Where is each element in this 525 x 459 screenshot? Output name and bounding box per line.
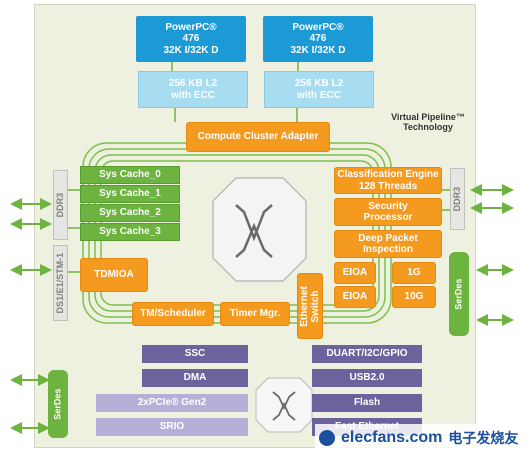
- pcie-block: 2xPCIe® Gen2: [96, 394, 248, 412]
- deep-packet-inspection: Deep Packet Inspection: [334, 230, 442, 258]
- tm-scheduler-label: TM/Scheduler: [140, 308, 206, 320]
- speed-10g: 10G: [392, 286, 436, 308]
- cpu-0: PowerPC® 476 32K I/32K D: [136, 16, 246, 62]
- speed-10g-label: 10G: [404, 291, 424, 303]
- ds1-e1-stm1: DS1/E1/STM-1: [53, 245, 68, 321]
- ddr3-right-label: DDR3: [452, 186, 463, 212]
- usb-block: USB2.0: [312, 369, 422, 387]
- eioa-0-label: EIOA: [342, 267, 368, 279]
- watermark-site: elecfans.com: [341, 429, 443, 446]
- sys-cache-1-label: Sys Cache_1: [99, 188, 161, 200]
- sys-cache-1: Sys Cache_1: [80, 185, 180, 203]
- cpu-1-cache: 32K I/32K D: [290, 44, 346, 56]
- flash-block: Flash: [312, 394, 422, 412]
- usb-label: USB2.0: [349, 372, 385, 384]
- cpu-0-model: 476: [182, 33, 200, 45]
- duart-block: DUART/I2C/GPIO: [312, 345, 422, 363]
- ddr3-left: DDR3: [53, 170, 68, 240]
- security-line1: Security: [368, 200, 408, 212]
- external-io-arrows: [10, 184, 514, 434]
- virtual-pipeline-line1: Virtual Pipeline™: [391, 112, 465, 122]
- l2-0-ecc: with ECC: [171, 89, 215, 101]
- central-switch-fabric: [212, 177, 307, 282]
- pcie-label: 2xPCIe® Gen2: [137, 397, 207, 409]
- duart-label: DUART/I2C/GPIO: [326, 348, 408, 360]
- sys-cache-3: Sys Cache_3: [80, 223, 180, 241]
- sys-cache-3-label: Sys Cache_3: [99, 226, 161, 238]
- timer-mgr: Timer Mgr.: [220, 302, 290, 326]
- ethernet-switch-line1: Ethernet: [298, 285, 310, 327]
- ethernet-switch-line2: Switch: [309, 289, 320, 323]
- dpi-line1: Deep Packet: [358, 232, 418, 244]
- compute-cluster-adapter: Compute Cluster Adapter: [186, 122, 330, 152]
- l2-1-size: 256 KB L2: [294, 78, 344, 89]
- sys-cache-0: Sys Cache_0: [80, 166, 180, 184]
- ddr3-left-label: DDR3: [55, 192, 66, 218]
- eioa-1-label: EIOA: [342, 291, 368, 303]
- watermark-cn: 电子发烧友: [448, 431, 519, 447]
- speed-1g: 1G: [392, 262, 436, 284]
- watermark-logo-icon: [319, 430, 335, 446]
- tm-scheduler: TM/Scheduler: [132, 302, 214, 326]
- dma-block: DMA: [142, 369, 248, 387]
- cpu-0-name: PowerPC®: [165, 21, 217, 33]
- l2-0-size: 256 KB L2: [168, 78, 218, 89]
- classification-line2: 128 Threads: [358, 180, 418, 192]
- ethernet-switch-text: Ethernet Switch: [298, 285, 321, 327]
- security-line2: Processor: [363, 212, 413, 223]
- serdes-right: SerDes: [449, 252, 469, 336]
- classification-engine: Classification Engine 128 Threads: [334, 167, 442, 194]
- ssc-label: SSC: [184, 348, 206, 360]
- cpu-1-model: 476: [309, 33, 327, 45]
- dpi-line2: Inspection: [362, 244, 413, 255]
- sys-cache-2: Sys Cache_2: [80, 204, 180, 222]
- ethernet-switch: Ethernet Switch: [297, 273, 323, 339]
- srio-block: SRIO: [96, 418, 248, 436]
- l2-cache-0: 256 KB L2 with ECC: [138, 71, 248, 108]
- sys-cache-2-label: Sys Cache_2: [99, 207, 161, 219]
- security-processor: Security Processor: [334, 198, 442, 226]
- peripheral-switch-fabric: [255, 377, 313, 433]
- virtual-pipeline-label: Virtual Pipeline™ Technology: [380, 112, 476, 133]
- eioa-1: EIOA: [334, 286, 376, 308]
- srio-label: SRIO: [159, 421, 185, 433]
- l2-1-ecc: with ECC: [297, 89, 341, 101]
- tdmioa-label: TDMIOA: [94, 269, 134, 281]
- serdes-left: SerDes: [48, 370, 68, 438]
- cpu-0-cache: 32K I/32K D: [163, 44, 219, 56]
- classification-line1: Classification Engine: [337, 169, 439, 180]
- virtual-pipeline-line2: Technology: [403, 122, 453, 133]
- compute-cluster-adapter-label: Compute Cluster Adapter: [197, 131, 319, 143]
- sys-cache-0-label: Sys Cache_0: [99, 169, 161, 181]
- timer-mgr-label: Timer Mgr.: [229, 308, 281, 320]
- ssc-block: SSC: [142, 345, 248, 363]
- cpu-1-name: PowerPC®: [292, 21, 344, 33]
- ds1-label: DS1/E1/STM-1: [55, 252, 66, 314]
- tdmioa: TDMIOA: [80, 258, 148, 292]
- l2-cache-1: 256 KB L2 with ECC: [264, 71, 374, 108]
- watermark: elecfans.com 电子发烧友: [315, 424, 523, 452]
- speed-1g-label: 1G: [407, 267, 421, 279]
- flash-label: Flash: [353, 397, 381, 409]
- eioa-0: EIOA: [334, 262, 376, 284]
- serdes-left-label: SerDes: [52, 388, 63, 420]
- dma-label: DMA: [183, 372, 207, 384]
- serdes-right-label: SerDes: [453, 278, 464, 310]
- cpu-1: PowerPC® 476 32K I/32K D: [263, 16, 373, 62]
- ddr3-right: DDR3: [450, 168, 465, 230]
